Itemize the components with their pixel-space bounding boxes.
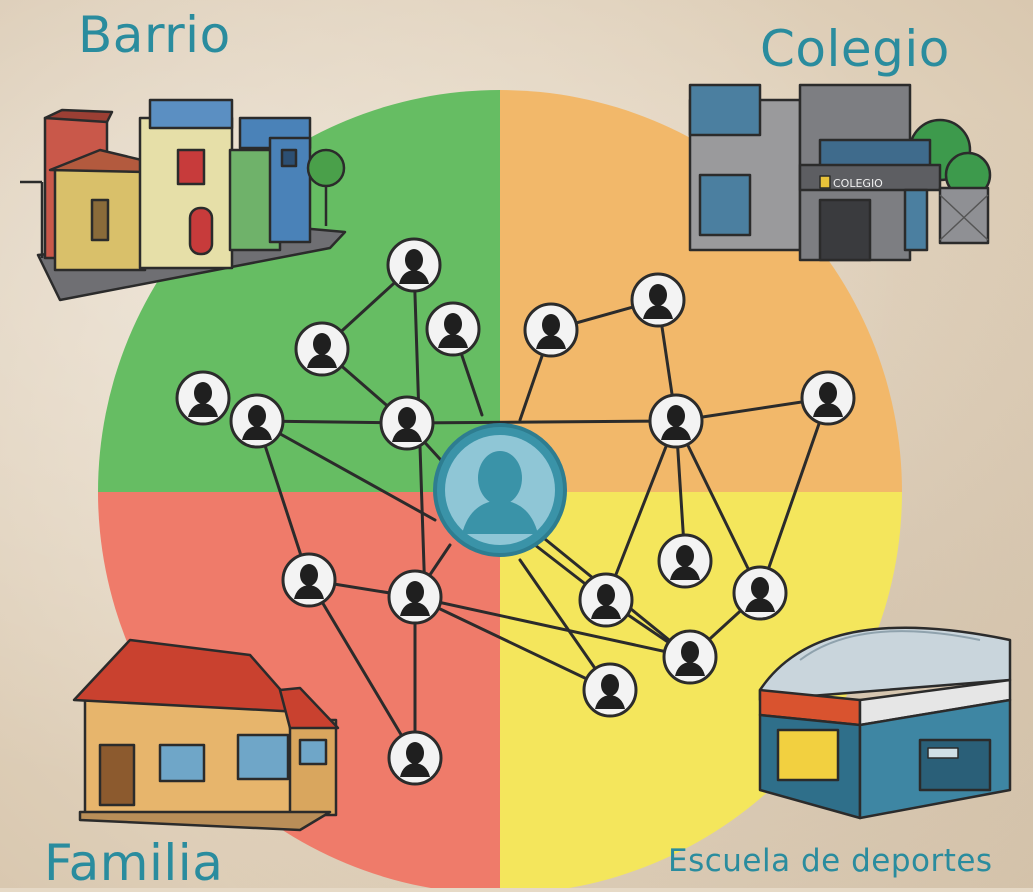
person-icon: [813, 382, 843, 417]
person-node: [229, 393, 285, 449]
person-node: [294, 321, 350, 377]
school-building-icon: [688, 83, 992, 262]
person-icon: [661, 405, 691, 440]
person-node: [387, 730, 443, 786]
sports-arena-icon: [758, 626, 1012, 820]
person-node: [630, 272, 686, 328]
label-familia: Familia: [44, 834, 224, 892]
person-icon: [591, 584, 621, 619]
person-icon: [392, 407, 422, 442]
house-icon: [72, 638, 340, 832]
person-node: [732, 565, 788, 621]
person-node: [582, 662, 638, 718]
person-icon: [643, 284, 673, 319]
person-nodes: [175, 237, 856, 786]
person-icon: [670, 545, 700, 580]
person-icon: [399, 249, 429, 284]
person-node: [379, 395, 435, 451]
person-node: [523, 302, 579, 358]
person-node: [386, 237, 442, 293]
person-icon: [188, 382, 218, 417]
person-icon: [294, 564, 324, 599]
person-node: [387, 569, 443, 625]
label-colegio: Colegio: [760, 20, 950, 78]
center-person: [433, 423, 567, 557]
person-icon: [745, 577, 775, 612]
person-node: [657, 533, 713, 589]
person-icon: [307, 333, 337, 368]
person-icon: [438, 313, 468, 348]
person-icon: [242, 405, 272, 440]
person-node: [648, 393, 704, 449]
person-node: [800, 370, 856, 426]
street-buildings-icon: [20, 98, 347, 302]
person-node: [175, 370, 231, 426]
person-icon: [400, 742, 430, 777]
person-node: [425, 301, 481, 357]
person-node: [281, 552, 337, 608]
person-icon: [595, 674, 625, 709]
person-node: [578, 572, 634, 628]
school-sign: COLEGIO: [833, 177, 883, 190]
label-barrio: Barrio: [78, 6, 231, 64]
person-icon: [536, 314, 566, 349]
label-escuela-de-deportes: Escuela de deportes: [668, 843, 993, 879]
person-node: [662, 629, 718, 685]
center-person-icon: [462, 451, 538, 534]
person-icon: [400, 581, 430, 616]
person-icon: [675, 641, 705, 676]
